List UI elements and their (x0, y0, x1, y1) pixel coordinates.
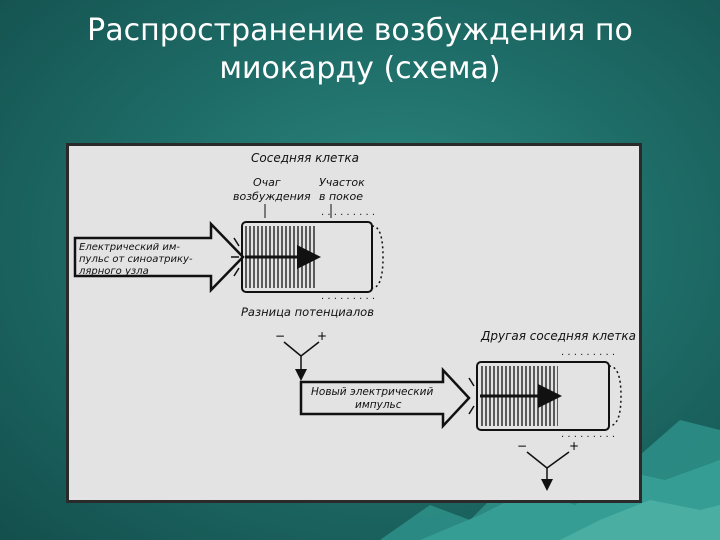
cell1-rest-label-2: в покое (319, 190, 363, 203)
cell1-rest-label-1: Участок (319, 176, 365, 189)
input-arrow-label-1: Електрический им- (79, 242, 180, 253)
cell1-focus-label-1: Очаг (253, 176, 281, 189)
cell2-spark (468, 377, 475, 415)
cell2: · · · · · · · · · · · · · · · · · · (468, 350, 622, 443)
input-arrow-label-3: лярного узла (78, 266, 149, 277)
title-line-2: миокарду (схема) (219, 51, 501, 86)
input-arrow-label-2: пульс от синоатрику- (79, 254, 193, 265)
cell2-membrane (608, 365, 622, 427)
slide-title: Распространение возбуждения по миокарду … (40, 12, 680, 88)
potential-fork (283, 341, 320, 381)
cell1-focus-label-2: возбуждения (233, 190, 311, 203)
excitation-diagram: Соседняя клетка Очаг возбуждения Участок… (73, 151, 636, 491)
cell1-membrane (371, 225, 384, 289)
svg-text:· · · · · · · · ·: · · · · · · · · · (321, 210, 375, 221)
new-impulse-arrow (299, 366, 471, 430)
new-impulse-label-1: Новый электрический (311, 386, 433, 398)
input-impulse-arrow (73, 220, 245, 294)
cell1-spark (231, 237, 240, 277)
plus-sign-2: + (569, 439, 579, 453)
potential-difference-label: Разница потенциалов (241, 305, 374, 319)
title-line-1: Распространение возбуждения по (87, 13, 633, 48)
minus-sign-2: − (517, 439, 527, 453)
svg-text:· · · · · · · · ·: · · · · · · · · · (561, 432, 615, 443)
cell1: · · · · · · · · · · · · · · · · · · (231, 210, 384, 305)
svg-text:· · · · · · · · ·: · · · · · · · · · (561, 350, 615, 361)
cell2-header: Другая соседняя клетка (480, 329, 636, 343)
new-impulse-label-2: импульс (355, 399, 402, 411)
cell1-header: Соседняя клетка (251, 151, 359, 165)
diagram-panel: Соседняя клетка Очаг возбуждения Участок… (66, 143, 642, 503)
cell2-outline (476, 361, 610, 431)
svg-text:· · · · · · · · ·: · · · · · · · · · (321, 294, 375, 305)
cell2-fork (526, 451, 570, 491)
minus-sign-1: − (275, 329, 285, 343)
plus-sign-1: + (317, 329, 327, 343)
